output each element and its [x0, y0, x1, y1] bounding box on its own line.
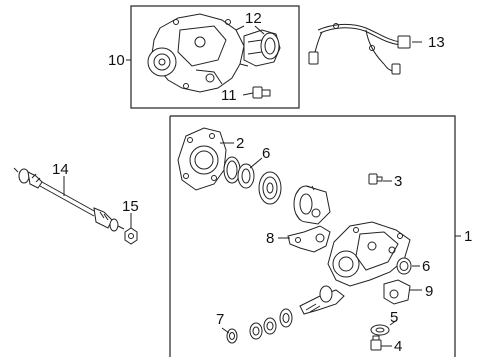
oil-seal-upper-part: [223, 156, 255, 189]
oil-seal-lower-part: [396, 257, 412, 275]
bearing-part: [258, 171, 282, 205]
callout-6-lower-label: 6: [422, 258, 430, 275]
differential-case-part: [293, 185, 331, 225]
callout-15-label: 15: [122, 198, 139, 215]
callout-6-upper-leader: [249, 157, 263, 169]
callout-7-label: 7: [216, 311, 224, 328]
callout-3-label: 3: [394, 173, 402, 190]
callout-9-label: 9: [425, 283, 433, 300]
callout-8-label: 8: [266, 230, 274, 247]
mount-bracket-8-part: [287, 225, 331, 253]
bolt-11-part: [252, 86, 271, 99]
callout-11-label: 11: [221, 87, 237, 104]
washer-5-part: [370, 324, 390, 336]
callout-11-leader: [242, 92, 254, 96]
callout-14-label: 14: [52, 161, 69, 178]
callout-5-leader: [389, 319, 398, 326]
pinion-bearing-set-part: [226, 308, 293, 344]
callout-1-label: 1: [464, 228, 472, 245]
callout-2-label: 2: [236, 135, 244, 152]
transfer-case-part: [147, 13, 249, 93]
callout-12-label: 12: [245, 10, 262, 27]
transfer-case-inset-frame: [130, 5, 300, 109]
drain-plug-4-part: [370, 335, 382, 351]
differential-cover-part: [177, 127, 227, 191]
callout-6-upper-label: 6: [262, 145, 270, 162]
differential-assembly-frame: [169, 115, 456, 357]
wiring-harness-part: [308, 23, 411, 75]
mount-bracket-9-part: [383, 279, 411, 305]
differential-housing-part: [327, 221, 411, 287]
callout-12-leader: [254, 25, 265, 35]
callout-4-label: 4: [394, 338, 402, 355]
pinion-shaft-part: [299, 285, 345, 315]
actuator-motor-part: [243, 29, 281, 67]
callout-7-leader: [221, 327, 230, 334]
callout-13-label: 13: [428, 34, 445, 51]
callout-5-label: 5: [390, 309, 398, 326]
callout-10-label: 10: [108, 52, 125, 69]
nut-15-part: [124, 227, 138, 245]
bolt-3-part: [368, 173, 383, 185]
drive-shaft-part: [13, 167, 125, 232]
